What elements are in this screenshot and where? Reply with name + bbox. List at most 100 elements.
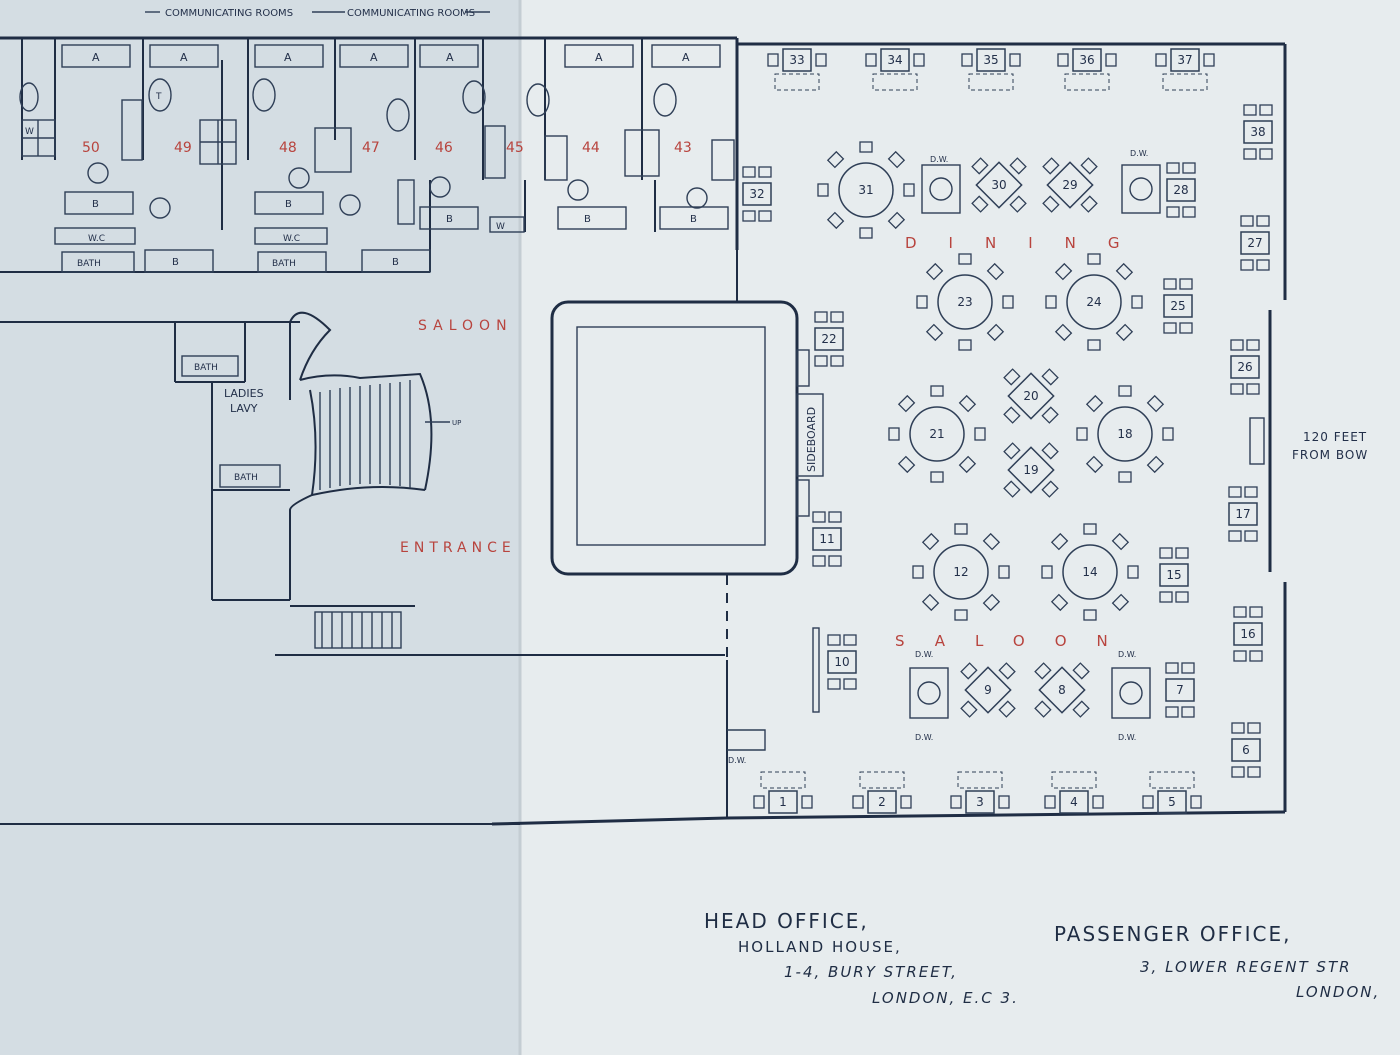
cabin-50-number: 50 [82, 140, 100, 156]
chair [1159, 591, 1173, 603]
round-table-14: 14 [1041, 523, 1139, 621]
chair [1182, 162, 1196, 174]
chair [950, 795, 962, 809]
chair [998, 662, 1016, 680]
chair [1111, 593, 1130, 612]
chair [1087, 339, 1101, 351]
chair [1231, 766, 1245, 778]
cabin-43-bed-a: A [682, 51, 690, 64]
chair [1142, 795, 1154, 809]
cabin-48-bed-b: B [285, 199, 292, 210]
wc-label-1: W.C [88, 234, 105, 244]
chair [982, 532, 1001, 551]
chair [1179, 278, 1193, 290]
cabin-49-number: 49 [174, 140, 192, 156]
chair [1243, 104, 1257, 116]
chair [982, 593, 1001, 612]
chair [1181, 662, 1195, 674]
cabin-46-bed-b: B [446, 214, 453, 225]
cabin-47: A 47 B [339, 44, 431, 273]
passenger-office-address-2: LONDON, [1296, 983, 1380, 1001]
entrance-structure: BATH BATH LADIES LAVY UP [0, 311, 725, 825]
chair [1233, 606, 1247, 618]
diamond-table-20: 20 [1003, 368, 1059, 424]
chair [1118, 471, 1132, 483]
square-table-6: 6 [1231, 722, 1261, 778]
area-labels: SALOON ENTRANCE DINING SALOON 120 FEET F… [400, 234, 1367, 650]
chair [1041, 368, 1059, 386]
bath-label-1: BATH [77, 259, 101, 269]
chair [1231, 722, 1245, 734]
chair [742, 210, 756, 222]
chair [971, 195, 989, 213]
chair [1083, 609, 1097, 621]
table-number: 37 [1177, 53, 1192, 67]
chair [998, 565, 1010, 579]
chair [1115, 262, 1134, 281]
chair [1228, 486, 1242, 498]
square-table-17: 17 [1228, 486, 1258, 542]
chair [865, 53, 877, 67]
dining-label: DINING [905, 234, 1151, 252]
head-office-label: HEAD OFFICE, [704, 909, 869, 933]
chair [1159, 547, 1173, 559]
round-table-12: 12 [912, 523, 1010, 621]
chair [1042, 157, 1060, 175]
chair [960, 700, 978, 718]
cabin-48-bed-a: A [284, 51, 292, 64]
chair [1165, 662, 1179, 674]
chair [1115, 323, 1134, 342]
square-table-36: 36 [1057, 48, 1117, 91]
square-table-22: 22 [814, 311, 844, 367]
chair [897, 455, 916, 474]
chair [826, 211, 845, 230]
ladies-lavy-label-2: LAVY [230, 402, 258, 415]
cabin-fixtures: W T W.C BATH W.C BATH [19, 78, 735, 273]
dw-label-3: D.W. [915, 650, 933, 659]
ladies-lavy-label-1: LADIES [224, 387, 264, 400]
chair [897, 394, 916, 413]
square-table-10: 10 [827, 634, 857, 690]
chair [1230, 339, 1244, 351]
central-well: SIDEBOARD [550, 240, 824, 818]
chair [1003, 442, 1021, 460]
chair [1092, 795, 1104, 809]
diamond-table-29: 29 [1042, 157, 1098, 213]
entrance-label: ENTRANCE [400, 540, 516, 556]
chair [1249, 650, 1263, 662]
square-table-37: 37 [1155, 48, 1215, 91]
chair [1003, 480, 1021, 498]
chair [954, 523, 968, 535]
chair [1080, 195, 1098, 213]
chair [916, 295, 928, 309]
square-table-28: 28 [1166, 162, 1196, 218]
chair [1041, 480, 1059, 498]
table-number: 32 [749, 187, 764, 201]
chair [827, 678, 841, 690]
chair [888, 427, 900, 441]
chair [913, 53, 925, 67]
chair [1127, 565, 1139, 579]
chair [1259, 104, 1273, 116]
chair [1041, 442, 1059, 460]
chair [1181, 706, 1195, 718]
square-table-26: 26 [1230, 339, 1260, 395]
table-number: 17 [1235, 507, 1250, 521]
chair [1246, 339, 1260, 351]
chair [1246, 383, 1260, 395]
chair [903, 183, 915, 197]
square-table-38: 38 [1243, 104, 1273, 160]
chair [961, 53, 973, 67]
square-table-2: 2 [852, 771, 912, 814]
paper-left-half [0, 0, 520, 1055]
bath-label-2: BATH [272, 259, 296, 269]
dw-label-6: D.W. [1118, 733, 1136, 742]
communicating-rooms-header: COMMUNICATING ROOMS COMMUNICATING ROOMS [145, 8, 490, 19]
square-table-34: 34 [865, 48, 925, 91]
cabin-44-number: 44 [582, 140, 600, 156]
diamond-table-19: 19 [1003, 442, 1059, 498]
chair [1163, 322, 1177, 334]
chair [1003, 368, 1021, 386]
chair [1057, 53, 1069, 67]
communicating-label-1: COMMUNICATING ROOMS [165, 8, 293, 19]
